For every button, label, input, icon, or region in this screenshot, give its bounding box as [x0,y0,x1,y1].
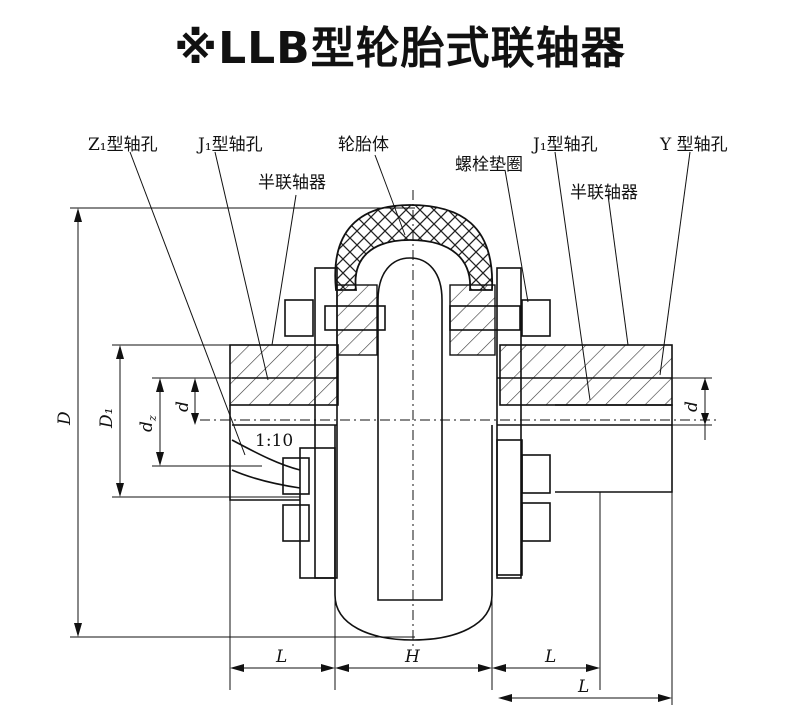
label-z1-bore: Z₁型轴孔 [88,135,158,155]
label-tire-body: 轮胎体 [338,135,389,155]
page-title: ※LLB型轮胎式联轴器 [174,23,626,74]
left-hub [229,344,339,406]
dim-L-left: L [275,647,287,667]
dim-D1: D₁ [97,408,117,429]
dim-arrow-d-left [191,378,199,425]
right-lower-flange [496,439,523,576]
bolt-top-right [449,305,521,331]
label-y-bore: Y 型轴孔 [659,135,728,155]
leader-bolt-washer [504,169,529,303]
left-flange [314,267,338,579]
right-flange [496,267,522,579]
dim-arrow-d-right [701,378,709,425]
leader-tire [374,154,406,236]
nut-lower-left-2 [282,504,310,542]
label-half-coupling-left: 半联轴器 [258,173,326,193]
leader-j1-right [554,151,591,401]
right-hub-lower [555,404,673,493]
nut-top-left [284,299,314,337]
dim-dz: dz [137,415,159,432]
dim-D: D [55,411,75,426]
label-j1-bore-left: J₁型轴孔 [196,135,263,155]
bolt-top-left [324,305,386,331]
left-lower-flange [299,447,336,579]
taper-bore [231,439,301,489]
left-clamp-ring [336,284,378,356]
right-clamp-ring [449,284,496,356]
label-bolt-washer: 螺栓垫圈 [455,155,523,175]
nut-top-right [521,299,551,337]
leader-half-left [271,194,297,346]
nut-lower-right-1 [521,454,551,494]
dim-L-right-inner: L [544,647,556,667]
label-taper: 1:10 [255,431,293,451]
leader-z1 [129,151,246,456]
nut-lower-right-2 [521,502,551,542]
leader-half-right [607,194,629,346]
dim-H: H [404,647,421,667]
leader-j1-left [214,151,269,381]
nut-lower-left-1 [282,457,310,495]
label-half-coupling-right: 半联轴器 [570,183,638,203]
tire-body [334,204,493,291]
label-j1-bore-right: J₁型轴孔 [531,135,598,155]
tire-inner-contour [377,257,443,601]
dim-L-right-outer: L [577,677,589,697]
dim-d-right: d [682,401,702,412]
leader-y [659,151,691,376]
dim-d-left: d [173,401,193,412]
